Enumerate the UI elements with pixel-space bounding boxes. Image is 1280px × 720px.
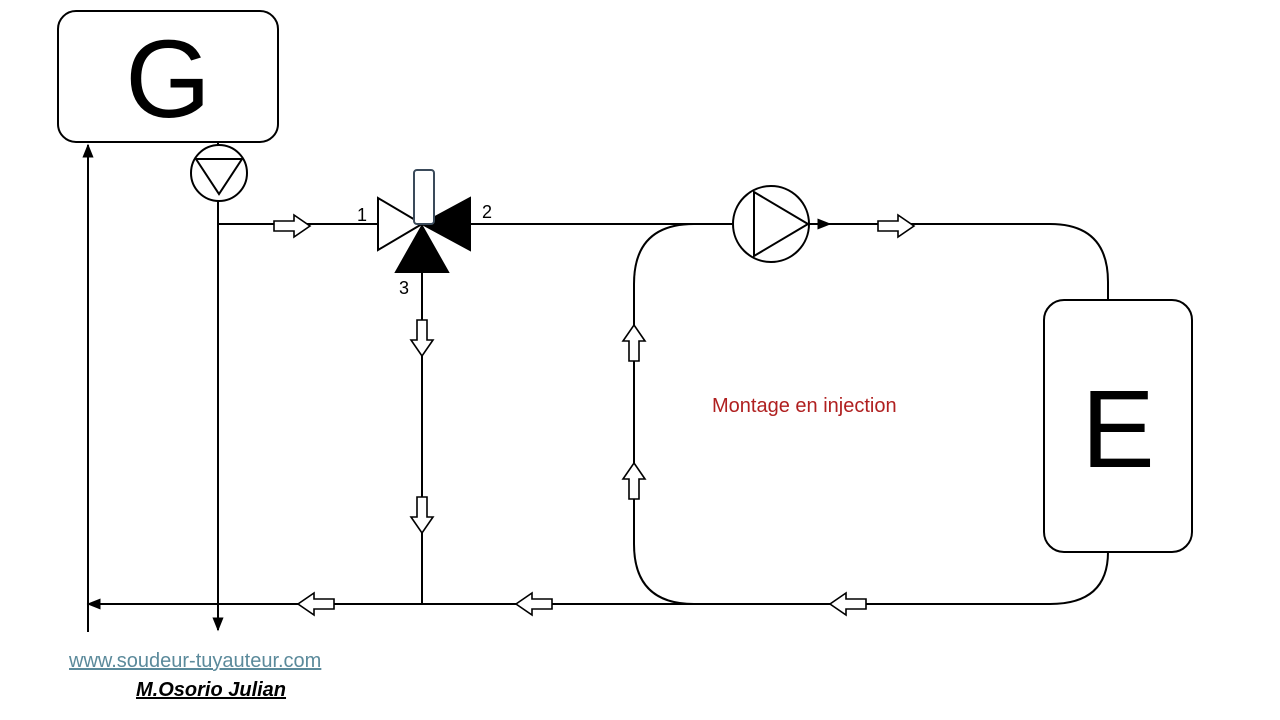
emitter-box: E [1043, 299, 1193, 553]
emitter-label: E [1081, 368, 1154, 491]
valve-port-3 [394, 223, 450, 273]
flow-arrow-valve-return-2 [409, 496, 435, 535]
generator-box: G [57, 10, 279, 143]
circuit-return-pipe [88, 551, 1109, 605]
flow-arrow-bypass-2 [621, 461, 647, 500]
flow-arrows [273, 213, 916, 617]
flow-arrow-return-3 [828, 591, 867, 617]
three-way-valve [377, 169, 471, 273]
flow-arrow-supply [273, 213, 312, 239]
flow-arrow-valve-return-1 [409, 319, 435, 358]
circuit-supply-pipe [830, 223, 1109, 300]
flow-arrow-bypass-1 [621, 323, 647, 362]
flow-arrow-return-2 [514, 591, 553, 617]
circuit-pump [732, 185, 810, 263]
website-link[interactable]: www.soudeur-tuyauteur.com [69, 650, 322, 672]
valve-port-3-label: 3 [399, 278, 409, 298]
valve-port-1-label: 1 [357, 205, 367, 225]
valve-actuator [413, 169, 435, 225]
bypass-pipe [633, 223, 732, 605]
flow-arrow-circuit-supply [877, 213, 916, 239]
valve-port-2 [419, 196, 471, 252]
valve-port-2-label: 2 [482, 202, 492, 222]
flow-arrow-return-1 [296, 591, 335, 617]
generator-pump [190, 144, 248, 202]
valve-port-1 [377, 196, 424, 252]
generator-label: G [125, 18, 211, 141]
diagram-caption: Montage en injection [712, 395, 897, 417]
author-name: M.Osorio Julian [136, 679, 287, 701]
